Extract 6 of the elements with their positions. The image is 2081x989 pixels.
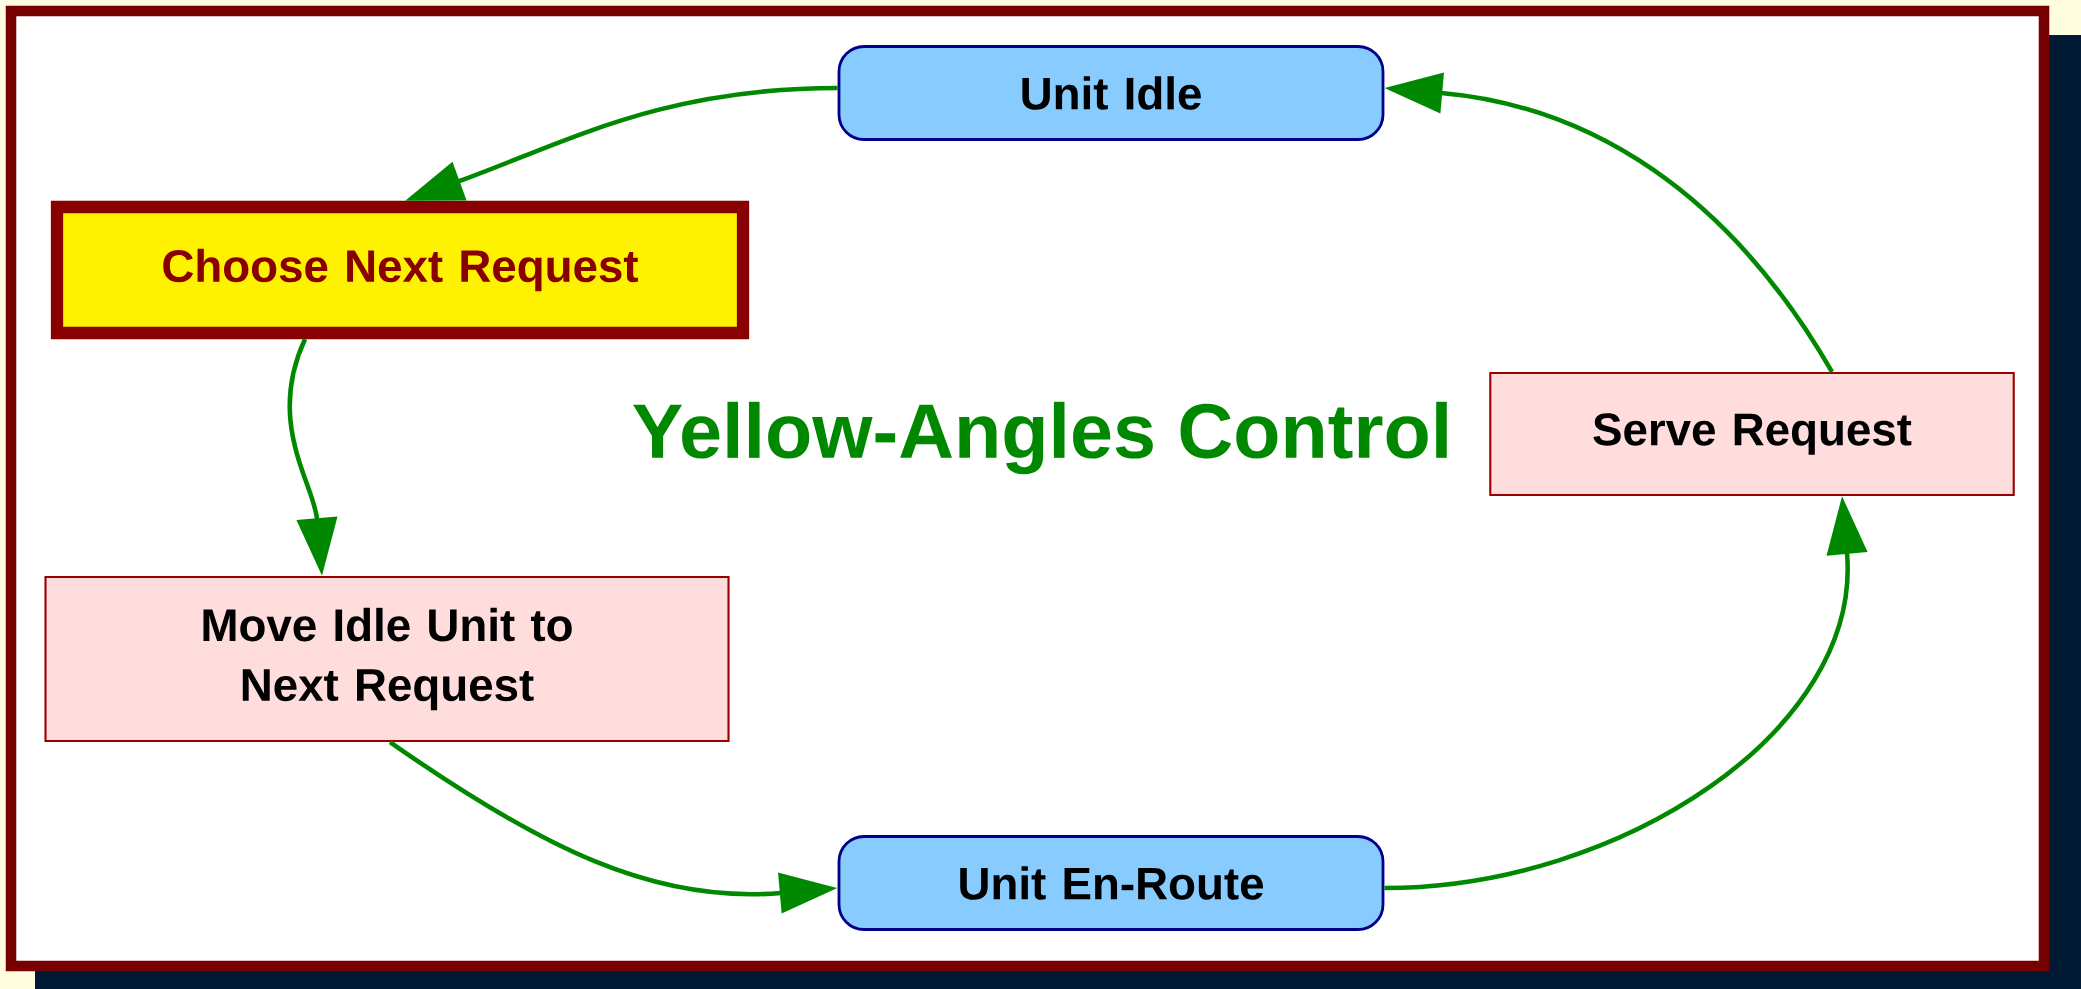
- highlighted-box: Choose Next Request: [50, 200, 750, 340]
- state-box: Unit En-Route: [837, 835, 1385, 931]
- process-box: Move Idle Unit to Next Request: [44, 575, 730, 743]
- state-box: Unit Idle: [837, 45, 1385, 141]
- process-box: Serve Request: [1489, 371, 2015, 497]
- diagram-title: Yellow-Angles Control: [633, 401, 1447, 475]
